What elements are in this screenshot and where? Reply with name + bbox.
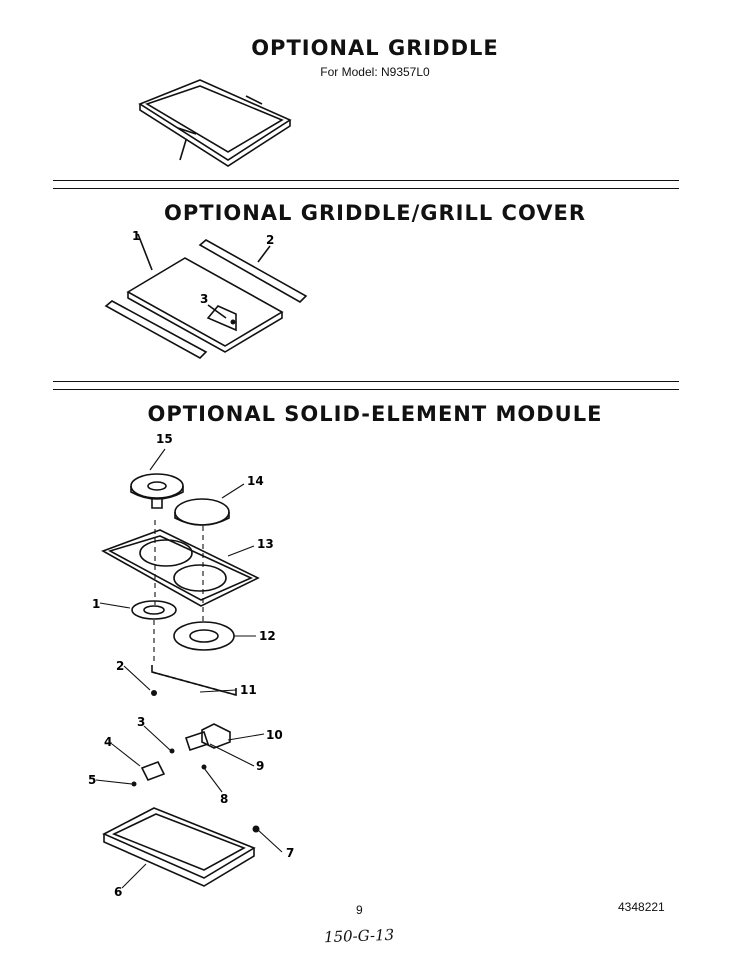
divider-rule [53, 188, 679, 189]
callout-label: 10 [266, 728, 283, 742]
callout-label: 1 [132, 229, 140, 243]
callout-label: 14 [247, 474, 264, 488]
callout-label: 11 [240, 683, 257, 697]
section-title-griddle-grill-cover: OPTIONAL GRIDDLE/GRILL COVER [164, 201, 586, 225]
callout-label: 2 [266, 233, 274, 247]
callout-label: 7 [286, 846, 294, 860]
callout-label: 13 [257, 537, 274, 551]
callout-label: 2 [116, 659, 124, 673]
divider-rule [53, 180, 679, 181]
griddle-drawing [138, 79, 292, 167]
callout-label: 12 [259, 629, 276, 643]
model-subtitle: For Model: N9357L0 [320, 65, 430, 79]
handwritten-note: 150-G-13 [323, 925, 395, 947]
callout-label: 4 [104, 735, 112, 749]
divider-rule [53, 389, 679, 390]
callout-label: 1 [92, 597, 100, 611]
callout-label: 15 [156, 432, 173, 446]
callout-label: 6 [114, 885, 122, 899]
section-title-solid-element-module: OPTIONAL SOLID-ELEMENT MODULE [147, 402, 603, 426]
solid-element-drawing [101, 473, 260, 887]
callout-label: 3 [200, 292, 208, 306]
page-number: 9 [356, 903, 363, 917]
divider-rule [53, 381, 679, 382]
callout-label: 5 [88, 773, 96, 787]
grill-cover-drawing [104, 233, 308, 359]
document-number: 4348221 [618, 900, 665, 914]
callout-label: 8 [220, 792, 228, 806]
callout-label: 3 [137, 715, 145, 729]
section-title-griddle: OPTIONAL GRIDDLE [251, 36, 499, 60]
callout-label: 9 [256, 759, 264, 773]
